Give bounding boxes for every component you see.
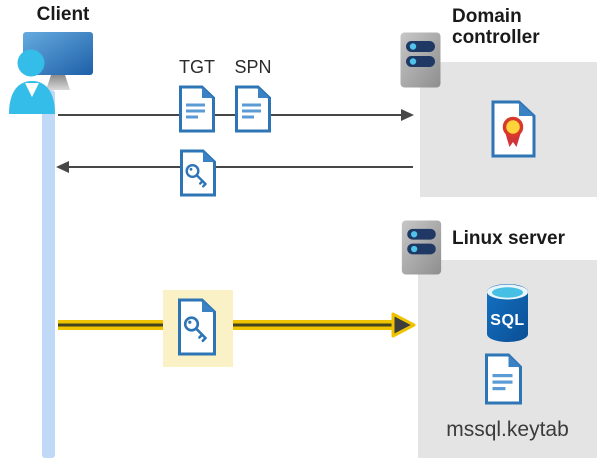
client-icon: [8, 30, 100, 114]
client-lifeline: [42, 90, 55, 458]
ticket-key-document-icon: [178, 149, 218, 197]
tgt-document-icon: [177, 85, 217, 133]
domain-controller-label: Domain controller: [452, 6, 540, 48]
certificate-icon: [489, 100, 538, 158]
request-arrow-line: [58, 114, 404, 116]
spn-document-icon: [233, 85, 273, 133]
sql-database-icon: SQL: [485, 283, 530, 343]
linux-server-label: Linux server: [452, 228, 565, 249]
tgt-label: TGT: [179, 57, 215, 77]
response-arrow-line: [68, 166, 413, 168]
keytab-document-icon: [483, 353, 524, 405]
response-arrow-head-icon: [56, 161, 69, 173]
request-arrow-head-icon: [401, 109, 414, 121]
linux-server-icon: [401, 220, 442, 275]
spn-label: SPN: [234, 57, 272, 77]
sql-label: SQL: [490, 312, 524, 329]
keytab-label: mssql.keytab: [446, 418, 569, 441]
client-label: Client: [36, 4, 90, 25]
auth-arrow-head-icon: [391, 312, 416, 338]
domain-controller-server-icon: [400, 32, 441, 88]
key-document-icon: [176, 298, 218, 356]
